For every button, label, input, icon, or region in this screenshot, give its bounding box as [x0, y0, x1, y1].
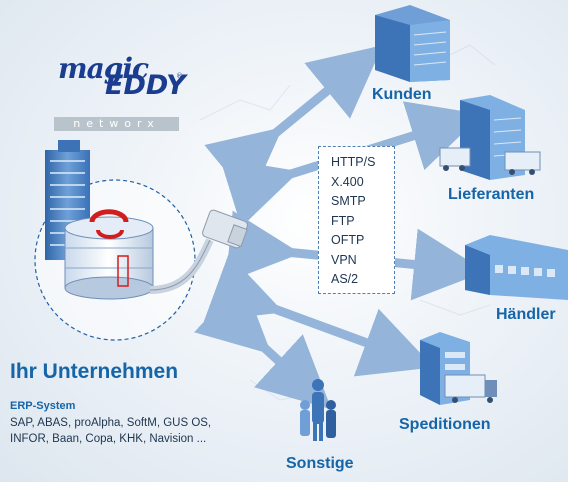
- arrow-sonstige: [194, 279, 332, 410]
- protocol-item: AS/2: [331, 272, 359, 286]
- protocol-item: OFTP: [331, 233, 365, 247]
- label-kunden: Kunden: [372, 86, 432, 103]
- kunden-building-icon: [375, 5, 450, 82]
- arrow-kunden: [204, 45, 383, 201]
- label-lieferanten: Lieferanten: [448, 186, 535, 203]
- logo-registered-mark: ®: [176, 72, 183, 80]
- protocol-box: HTTP/S X.400 SMTP FTP OFTP VPN AS/2: [318, 146, 395, 294]
- label-haendler: Händler: [496, 306, 556, 323]
- logo-eddy-text: EDDY: [105, 70, 186, 101]
- logo-networx-bar: networx: [54, 117, 179, 131]
- speditionen-building-icon: [420, 332, 497, 405]
- company-title: Ihr Unternehmen: [10, 360, 179, 383]
- lieferanten-building-icon: [439, 95, 541, 180]
- haendler-building-icon: [465, 235, 568, 300]
- protocol-item: X.400: [331, 174, 364, 189]
- protocol-item: SMTP: [331, 194, 366, 208]
- sonstige-people-icon: [300, 379, 336, 441]
- label-speditionen: Speditionen: [399, 416, 491, 433]
- protocol-item: VPN: [331, 252, 357, 267]
- erp-heading: ERP-System: [10, 400, 76, 412]
- network-cable-icon: [149, 209, 248, 294]
- arrow-speditionen: [203, 253, 434, 377]
- label-sonstige: Sonstige: [286, 455, 354, 472]
- database-icon: [64, 209, 154, 300]
- protocol-item: FTP: [331, 213, 355, 228]
- logo-magic-text: magic: [58, 52, 149, 85]
- protocol-item: HTTP/S: [331, 155, 376, 169]
- erp-systems-list: SAP, ABAS, proAlpha, SoftM, GUS OS, INFO…: [10, 417, 212, 445]
